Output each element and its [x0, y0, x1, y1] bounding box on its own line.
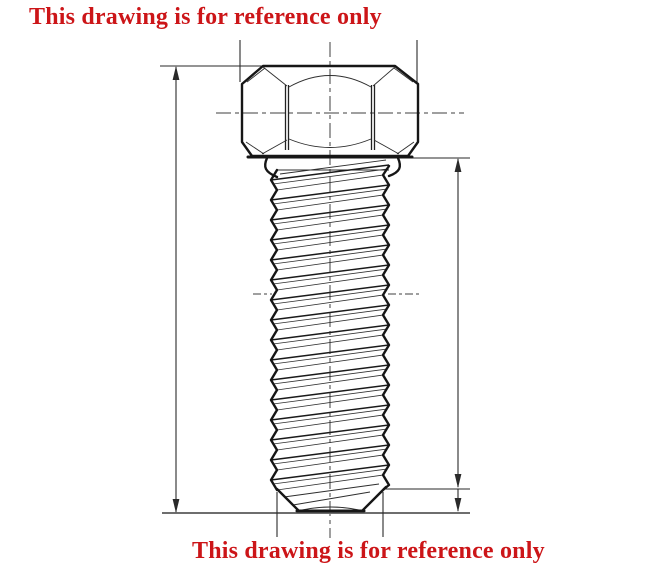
- thread-helix-line: [270, 244, 390, 261]
- thread-helix-line: [270, 324, 390, 341]
- thread-helix-line: [276, 174, 384, 191]
- thread-helix-line: [270, 404, 390, 421]
- thread-helix-line: [272, 468, 388, 485]
- thread-helix-line: [272, 408, 388, 425]
- thread-helix-line: [272, 328, 388, 345]
- point-length-dimension: [454, 489, 462, 512]
- thread-helix-line: [270, 344, 390, 361]
- thread-helix-line: [272, 388, 388, 405]
- thread-helix-line: [272, 288, 388, 305]
- thread-helix-line: [270, 264, 390, 281]
- thread-helix-line: [270, 164, 390, 181]
- thread-helix-line: [270, 204, 390, 221]
- thread-helix-line: [272, 208, 388, 225]
- thread-helix-line: [276, 214, 384, 231]
- centerlines: [216, 42, 464, 538]
- thread-helix-line: [276, 314, 384, 331]
- thread-helix-line: [270, 184, 390, 201]
- thread-helix-line: [276, 414, 384, 431]
- thread-helix-line: [270, 364, 390, 381]
- watermark-top-text: This drawing is for reference only: [29, 4, 382, 30]
- thread-helix-line: [270, 464, 390, 481]
- thread-helix-line: [276, 454, 384, 471]
- bolt-neck: [263, 156, 402, 179]
- thread-helix-line: [276, 434, 384, 451]
- thread-helix-line: [272, 448, 388, 465]
- thread-helix-line: [276, 274, 384, 291]
- bolt-tip: [275, 483, 388, 513]
- thread-helix-line: [272, 368, 388, 385]
- thread-helix-line: [276, 234, 384, 251]
- thread-helix-line: [270, 284, 390, 301]
- thread-helix-line: [276, 394, 384, 411]
- thread-helix-line: [276, 374, 384, 391]
- thread-helix-line: [276, 294, 384, 311]
- thread-helix-line: [272, 308, 388, 325]
- thread-helix-line: [272, 348, 388, 365]
- thread-helix-line: [270, 444, 390, 461]
- thread-helix-line: [270, 224, 390, 241]
- thread-length-dimension: [454, 158, 462, 488]
- thread-helix-line: [272, 188, 388, 205]
- bolt-head: [240, 64, 420, 159]
- thread-helix-line: [276, 334, 384, 351]
- bolt: [240, 64, 420, 513]
- bolt-thread: [269, 164, 391, 492]
- thread-helix-line: [276, 254, 384, 271]
- thread-helix-line: [272, 168, 388, 185]
- thread-helix-line: [270, 384, 390, 401]
- thread-helix-line: [270, 304, 390, 321]
- thread-helix-line: [272, 428, 388, 445]
- thread-helix-line: [272, 248, 388, 265]
- overall-length-dimension: [172, 66, 180, 513]
- thread-helix-line: [276, 354, 384, 371]
- thread-helix-line: [276, 474, 384, 491]
- thread-helix-line: [272, 268, 388, 285]
- watermark-bottom-text: This drawing is for reference only: [192, 538, 545, 564]
- thread-helix-line: [276, 194, 384, 211]
- dimension-lines: [160, 40, 470, 537]
- thread-helix-line: [272, 228, 388, 245]
- thread-helix-line: [270, 424, 390, 441]
